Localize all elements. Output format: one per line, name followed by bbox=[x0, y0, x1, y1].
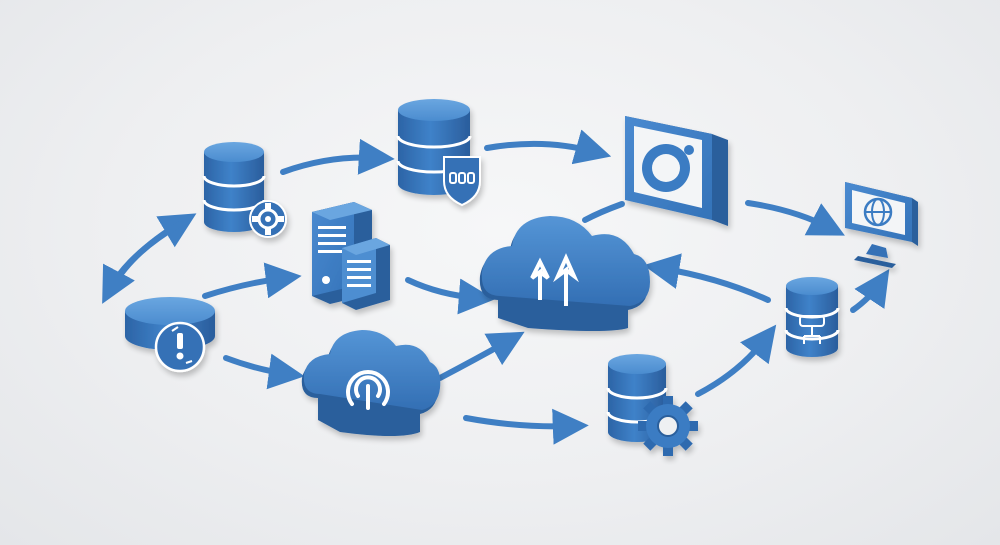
desktop-globe-icon bbox=[845, 182, 918, 268]
warning-icon bbox=[154, 321, 206, 373]
arrow-server-to-cloudupload bbox=[405, 277, 495, 315]
arrow-cloudsync-to-dbsettings bbox=[463, 408, 589, 445]
database-alert-node bbox=[125, 297, 215, 373]
arrow-monitor-to-cloudupload bbox=[582, 201, 625, 223]
monitor-with-camera-icon bbox=[625, 116, 728, 226]
database-settings-node bbox=[606, 354, 698, 456]
database-shield-node bbox=[396, 99, 481, 207]
database-icon bbox=[784, 277, 840, 357]
arrow-dbalert-to-cloudsync bbox=[223, 353, 305, 390]
globe-computer-node bbox=[845, 182, 918, 268]
gear-icon bbox=[249, 200, 287, 238]
database-network-node bbox=[784, 277, 840, 357]
video-monitor-node bbox=[625, 116, 728, 226]
cog-icon bbox=[638, 396, 698, 456]
arrow-monitor-to-globe bbox=[745, 200, 845, 236]
cloud-upload-icon bbox=[479, 216, 650, 331]
database-gear-node bbox=[202, 142, 287, 238]
arrow-dbgear-to-dbalert bbox=[102, 221, 183, 304]
arrow-dbnetwork-to-globe bbox=[850, 269, 890, 313]
arrow-dbsettings-to-dbnetwork bbox=[695, 324, 777, 397]
arrow-dbalert-to-server bbox=[202, 262, 302, 299]
arrow-dbnetwork-to-cloudupload bbox=[643, 253, 771, 303]
connection-arrows bbox=[102, 129, 890, 445]
database-icon bbox=[202, 142, 266, 232]
cloud-sync-node bbox=[301, 330, 441, 436]
cloud-sync-icon bbox=[301, 330, 441, 436]
server-tower-icon bbox=[312, 202, 390, 310]
cloud-upload-node bbox=[479, 216, 650, 331]
server-rack-node bbox=[312, 202, 390, 310]
shield-icon bbox=[443, 156, 481, 207]
arrow-cloudsync-to-cloudupload bbox=[437, 331, 525, 381]
arrow-dbshield-to-monitor bbox=[484, 129, 612, 165]
arrow-dbgear-to-dbshield bbox=[280, 138, 395, 175]
network-icon bbox=[799, 315, 825, 344]
